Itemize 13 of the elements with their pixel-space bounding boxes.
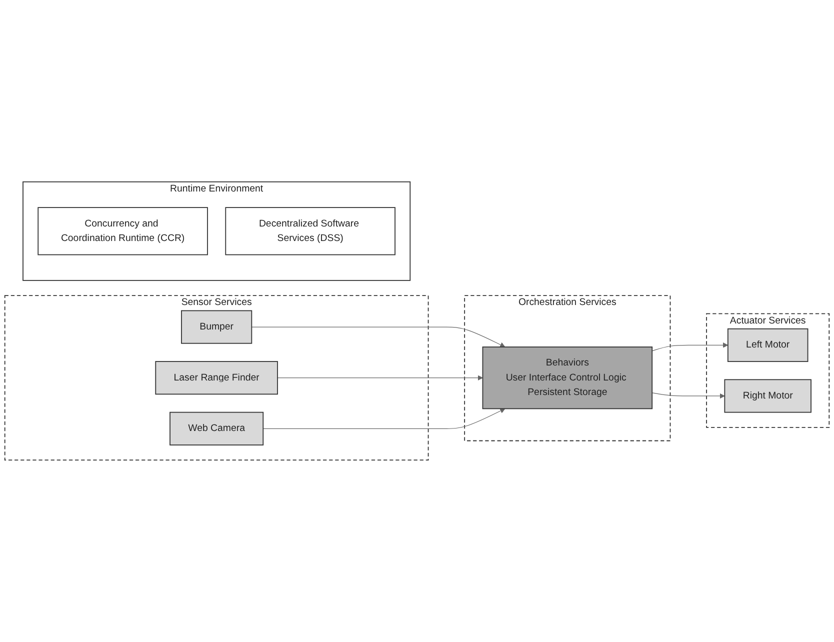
node-box: Left Motor xyxy=(727,328,808,362)
node-box: Decentralized Software Services (DSS) xyxy=(225,207,396,256)
arrow xyxy=(277,375,483,381)
arrow xyxy=(652,342,728,352)
arrow xyxy=(652,392,725,399)
node-box: Bumper xyxy=(181,310,252,344)
node-box: Behaviors User Interface Control Logic Persistent Storage xyxy=(482,346,653,410)
node-box: Web Camera xyxy=(170,412,264,446)
node-box: Concurrency and Coordination Runtime (CCR) xyxy=(38,207,208,256)
arrow xyxy=(262,408,506,429)
node-box: Right Motor xyxy=(724,379,812,413)
node-box: Laser Range Finder xyxy=(155,361,278,395)
arrow xyxy=(251,326,506,348)
